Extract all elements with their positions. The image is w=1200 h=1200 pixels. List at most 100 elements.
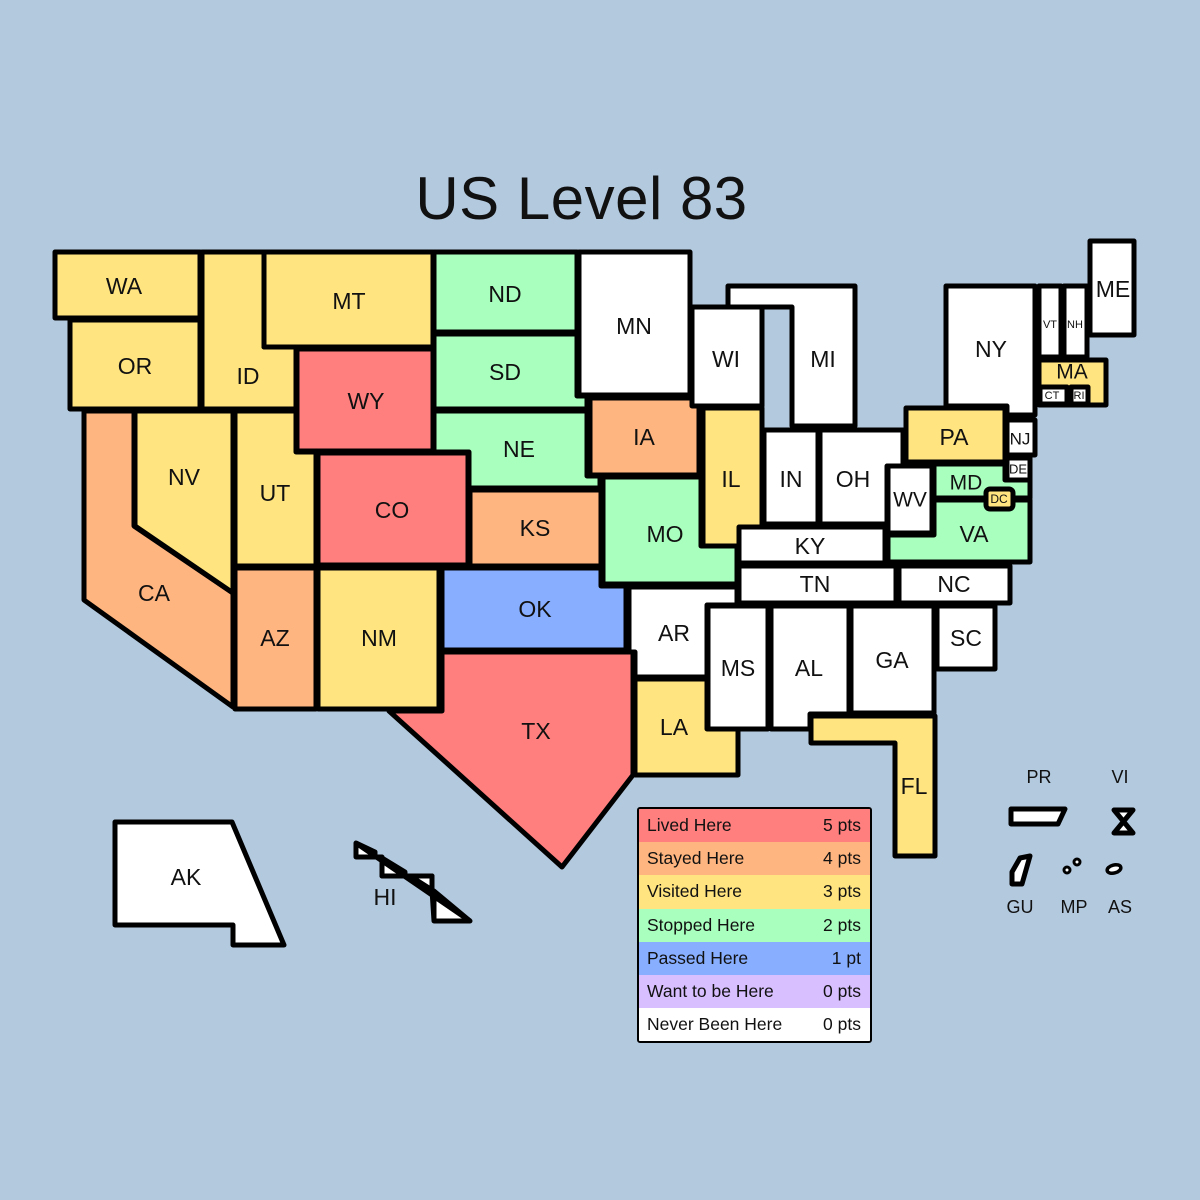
svg-text:CA: CA — [138, 580, 171, 606]
svg-text:GU: GU — [1007, 897, 1034, 917]
state-al[interactable]: AL — [768, 603, 852, 732]
svg-text:KY: KY — [795, 533, 826, 559]
state-ok[interactable]: OK — [439, 565, 629, 653]
svg-text:VA: VA — [960, 521, 990, 547]
state-ny[interactable]: NY — [943, 283, 1038, 418]
legend-points: 0 pts — [823, 1014, 861, 1035]
state-sc[interactable]: SC — [934, 603, 998, 672]
legend-label: Stopped Here — [647, 914, 755, 935]
svg-text:WV: WV — [893, 489, 927, 512]
state-il[interactable]: IL — [700, 405, 765, 549]
svg-text:IN: IN — [780, 466, 803, 492]
svg-text:WY: WY — [347, 388, 384, 414]
svg-text:OK: OK — [518, 596, 552, 622]
state-wv[interactable]: WV — [885, 463, 935, 536]
svg-text:OH: OH — [836, 466, 871, 492]
state-nj[interactable]: NJ — [1004, 417, 1038, 458]
svg-text:MS: MS — [721, 655, 756, 681]
state-az[interactable]: AZ — [232, 565, 319, 712]
svg-text:SC: SC — [950, 625, 982, 651]
svg-text:AL: AL — [795, 655, 823, 681]
state-nh[interactable]: NH — [1061, 283, 1090, 360]
state-ms[interactable]: MS — [705, 603, 771, 732]
svg-text:NC: NC — [937, 571, 970, 597]
state-nm[interactable]: NM — [315, 565, 442, 712]
territory-mp[interactable]: MP — [1061, 857, 1088, 917]
svg-text:AS: AS — [1108, 897, 1132, 917]
svg-text:PA: PA — [940, 424, 970, 450]
svg-text:MA: MA — [1056, 361, 1088, 384]
state-hi[interactable]: HI — [353, 840, 473, 924]
state-mt[interactable]: MT — [261, 249, 436, 350]
map-title: US Level 83 — [415, 165, 748, 232]
svg-text:DC: DC — [990, 492, 1008, 506]
svg-text:PR: PR — [1026, 767, 1051, 787]
svg-text:DE: DE — [1009, 462, 1027, 477]
state-nc[interactable]: NC — [896, 563, 1013, 606]
territory-vi[interactable]: VI — [1111, 767, 1136, 836]
svg-text:NE: NE — [503, 436, 535, 462]
svg-text:TX: TX — [521, 718, 550, 744]
legend-points: 2 pts — [823, 914, 861, 935]
state-wa[interactable]: WA — [52, 249, 203, 321]
svg-text:LA: LA — [660, 714, 689, 740]
state-sd[interactable]: SD — [431, 331, 590, 412]
svg-text:WA: WA — [106, 273, 143, 299]
state-mn[interactable]: MN — [576, 249, 693, 398]
state-nd[interactable]: ND — [431, 249, 580, 335]
svg-text:UT: UT — [260, 480, 291, 506]
state-ia[interactable]: IA — [587, 395, 702, 478]
svg-text:ID: ID — [237, 363, 260, 389]
svg-text:SD: SD — [489, 359, 521, 385]
territory-pr[interactable]: PR — [1008, 767, 1068, 827]
svg-text:IL: IL — [721, 466, 740, 492]
legend-item: Stopped Here 2 pts — [639, 908, 870, 942]
svg-text:RI: RI — [1074, 390, 1085, 402]
legend-points: 3 pts — [823, 881, 861, 902]
state-vt[interactable]: VT — [1036, 283, 1064, 360]
svg-text:OR: OR — [118, 353, 153, 379]
state-ri[interactable]: RI — [1068, 384, 1091, 407]
state-or[interactable]: OR — [67, 317, 203, 412]
state-mi[interactable]: MI — [725, 283, 858, 429]
state-in[interactable]: IN — [761, 427, 821, 527]
state-ga[interactable]: GA — [848, 603, 937, 716]
state-fl[interactable]: FL — [808, 713, 938, 859]
legend-label: Stayed Here — [647, 848, 745, 869]
state-oh[interactable]: OH — [817, 427, 906, 527]
svg-text:MD: MD — [950, 472, 983, 495]
state-wi[interactable]: WI — [689, 304, 765, 409]
state-de[interactable]: DE — [1004, 455, 1033, 483]
state-tn[interactable]: TN — [736, 563, 899, 606]
legend-points: 0 pts — [823, 981, 861, 1002]
svg-text:MT: MT — [332, 288, 365, 314]
svg-text:GA: GA — [875, 647, 909, 673]
territory-gu[interactable]: GU — [1007, 853, 1034, 917]
svg-text:HI: HI — [374, 884, 397, 910]
territory-as[interactable]: AS — [1105, 862, 1132, 917]
legend-label: Never Been Here — [647, 1014, 783, 1035]
state-pa[interactable]: PA — [903, 405, 1008, 465]
state-ks[interactable]: KS — [467, 487, 604, 569]
state-dc[interactable]: DC — [983, 486, 1016, 512]
svg-text:AK: AK — [171, 864, 202, 890]
svg-text:VT: VT — [1043, 319, 1057, 331]
state-ct[interactable]: CT — [1037, 384, 1070, 407]
state-ky[interactable]: KY — [736, 524, 888, 566]
state-ak[interactable]: AK — [112, 819, 287, 948]
state-co[interactable]: CO — [315, 450, 471, 568]
svg-text:MP: MP — [1061, 897, 1088, 917]
svg-text:FL: FL — [901, 773, 928, 799]
legend-label: Passed Here — [647, 947, 749, 968]
svg-text:WI: WI — [712, 346, 740, 372]
state-me[interactable]: ME — [1087, 238, 1137, 338]
state-wy[interactable]: WY — [294, 346, 436, 454]
svg-text:AR: AR — [658, 620, 690, 646]
